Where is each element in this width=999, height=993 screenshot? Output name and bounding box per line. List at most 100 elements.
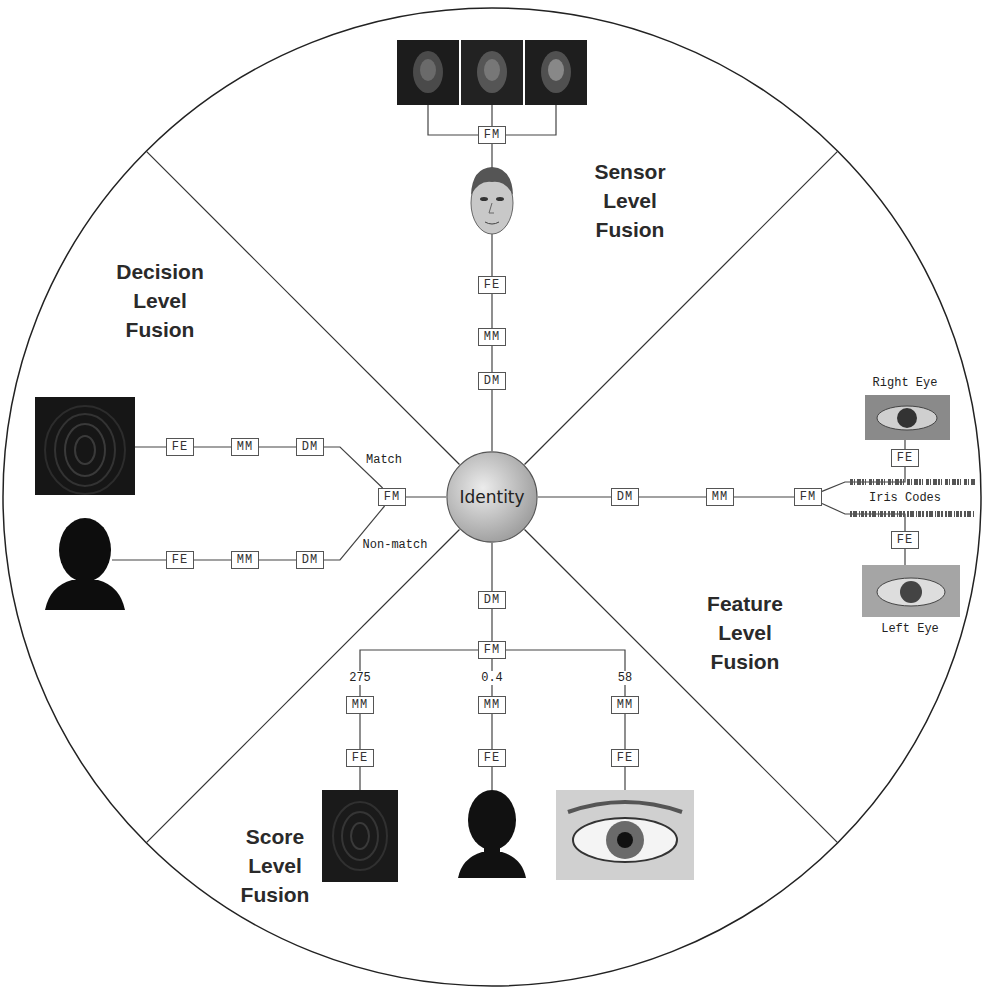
sensor-images <box>397 40 587 135</box>
process-box: FE <box>478 749 506 767</box>
node-text: DM <box>302 440 318 454</box>
connector-line <box>259 446 296 447</box>
connector-line <box>491 659 492 696</box>
edge-label: Non-match <box>363 538 428 552</box>
iris-shape <box>900 581 922 603</box>
process-box: MM <box>231 551 259 569</box>
edge-label: 275 <box>347 671 373 685</box>
node-text: DM <box>484 593 500 607</box>
ridge <box>333 802 387 870</box>
connector-line <box>194 446 231 447</box>
node-text: FE <box>484 278 500 292</box>
connector-line <box>324 506 385 560</box>
process-box: DM <box>611 488 639 506</box>
divider-line <box>146 530 459 843</box>
divider-line <box>146 151 459 464</box>
process-box: FE <box>166 438 194 456</box>
process-box: FM <box>478 641 506 659</box>
section-heading: Feature Level Fusion <box>707 589 783 676</box>
node-text: MM <box>712 490 728 504</box>
connector-line <box>491 346 492 372</box>
process-box: FE <box>891 449 919 467</box>
ridge <box>342 812 378 860</box>
eyebrow <box>568 802 682 812</box>
feed-line <box>360 767 625 790</box>
feed-line <box>904 549 905 565</box>
section-heading: Decision Level Fusion <box>116 257 204 344</box>
eye-image <box>865 395 950 440</box>
bracket-line <box>428 105 556 135</box>
outer-circle <box>3 8 981 986</box>
node-text: FE <box>172 440 188 454</box>
face-shape <box>484 59 500 81</box>
node-text: MM <box>484 698 500 712</box>
connector-line <box>360 650 478 696</box>
head-silhouette <box>59 518 111 582</box>
connector-line <box>359 714 360 749</box>
image-caption: Right Eye <box>873 376 938 390</box>
node-text: FM <box>800 490 816 504</box>
process-box: DM <box>478 372 506 390</box>
node-text: DM <box>302 553 318 567</box>
eye-image <box>556 790 694 880</box>
node-text: FE <box>172 553 188 567</box>
iris-shape <box>606 821 644 859</box>
connector-line <box>734 496 794 497</box>
edge-label: 0.4 <box>479 671 505 685</box>
node-text: FM <box>484 643 500 657</box>
node-text: FE <box>484 751 500 765</box>
eye-shape <box>877 406 937 430</box>
process-box: MM <box>231 438 259 456</box>
face-image <box>525 40 587 105</box>
node-text: DM <box>484 374 500 388</box>
node-text: MM <box>484 330 500 344</box>
node-text: MM <box>237 553 253 567</box>
shoulder-shape <box>458 852 526 878</box>
connector-line <box>324 447 383 488</box>
feature-images <box>850 395 975 617</box>
eye-dot <box>496 197 504 201</box>
section-heading: Sensor Level Fusion <box>594 157 665 244</box>
connector-line <box>538 496 611 497</box>
process-box: FE <box>478 276 506 294</box>
identity-disc <box>446 451 538 543</box>
fingerprint-image <box>35 397 135 495</box>
node-text: FE <box>352 751 368 765</box>
process-box: FE <box>891 531 919 549</box>
shoulder-shape <box>45 580 125 610</box>
connector-line <box>491 714 492 749</box>
identity-circle-shape <box>447 452 537 542</box>
node-text: MM <box>237 440 253 454</box>
head-silhouette <box>468 790 516 850</box>
node-text: MM <box>617 698 633 712</box>
process-box: DM <box>296 438 324 456</box>
iris-code <box>850 511 975 517</box>
nose-line <box>489 203 494 213</box>
fingerprint-image <box>322 790 398 882</box>
connector-line <box>506 650 625 696</box>
identity-circle: Identity <box>446 451 538 543</box>
node-text: Identity <box>459 487 524 507</box>
face-shape <box>477 51 507 93</box>
decision-images <box>35 397 166 610</box>
image-caption: Iris Codes <box>867 491 943 505</box>
connector-line <box>491 609 492 641</box>
node-text: MM <box>352 698 368 712</box>
mouth-line <box>485 222 499 224</box>
node-text: FE <box>617 751 633 765</box>
process-box: DM <box>478 591 506 609</box>
section-heading: Score Level Fusion <box>241 822 310 909</box>
feed-line <box>904 440 905 449</box>
face-shape <box>413 51 443 93</box>
connector-line <box>822 503 905 531</box>
face-shape <box>420 59 436 81</box>
pupil-shape <box>617 832 633 848</box>
process-box: MM <box>478 696 506 714</box>
iris-code <box>850 479 975 485</box>
process-box: MM <box>346 696 374 714</box>
ridge <box>75 436 95 464</box>
connector-line <box>491 294 492 328</box>
connector-line <box>491 390 492 451</box>
divider-line <box>525 151 838 464</box>
